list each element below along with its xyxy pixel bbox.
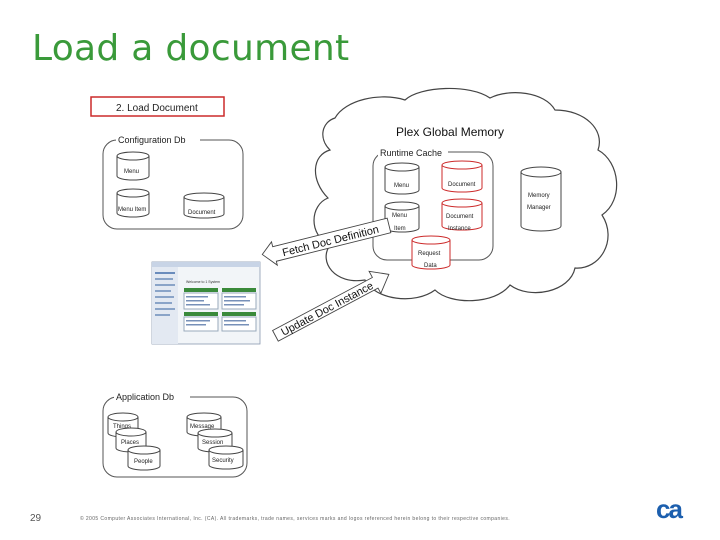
- app-item-people: People: [134, 459, 153, 465]
- memory-manager-cylinder: Memory Manager: [520, 166, 562, 232]
- configuration-db-title: Configuration Db: [118, 135, 186, 145]
- configuration-db-group: Configuration Db Menu Menu Item Document: [102, 134, 244, 230]
- data-label: Data: [424, 263, 437, 269]
- db-cylinder-security: Security: [208, 445, 244, 470]
- update-doc-instance-arrow: Update Doc Instance: [271, 270, 390, 342]
- runtime-cache-title: Runtime Cache: [380, 148, 442, 158]
- step-label: 2. Load Document: [116, 103, 198, 114]
- cloud-title: Plex Global Memory: [396, 125, 504, 139]
- application-db-group: Application Db Things Places People Mess…: [102, 391, 248, 478]
- cache-item-menu: Menu: [394, 183, 409, 189]
- application-window-thumbnail: Welcome to 1 System: [151, 261, 261, 345]
- db-cylinder-menu: Menu: [116, 151, 150, 181]
- cache-item-document: Document: [448, 182, 476, 188]
- ca-logo-text: ca: [656, 496, 683, 522]
- cache-document-instance-cylinder: Document Instance: [441, 198, 483, 232]
- memory-manager-label-1: Memory: [528, 193, 550, 199]
- config-item-menu: Menu: [124, 169, 139, 175]
- app-item-things: Things: [113, 424, 131, 430]
- ca-logo: ca: [656, 496, 685, 522]
- db-cylinder-people: People: [127, 445, 161, 471]
- app-item-message: Message: [190, 424, 215, 430]
- app-window-heading: Welcome to 1 System: [186, 280, 220, 284]
- cache-item-menu-2: Menu: [392, 213, 407, 219]
- copyright-notice: © 2005 Computer Associates International…: [80, 516, 511, 522]
- db-cylinder-document: Document: [183, 192, 225, 219]
- cache-menu-cylinder: Menu: [384, 162, 420, 195]
- step-label-box: 2. Load Document: [90, 96, 225, 117]
- request-data-cylinder: Request Data: [411, 235, 451, 270]
- slide-title: Load a document: [32, 28, 350, 69]
- plex-global-memory-cloud: Plex Global Memory Runtime Cache Menu Do…: [313, 87, 618, 302]
- memory-manager-label-2: Manager: [527, 205, 551, 211]
- page-number: 29: [30, 513, 42, 524]
- request-label: Request: [418, 251, 441, 257]
- cache-item-document-sub: Instance: [448, 226, 471, 232]
- cache-document-cylinder: Document: [441, 160, 483, 193]
- app-item-security: Security: [212, 458, 234, 464]
- update-arrow-label: Update Doc Instance: [279, 280, 375, 339]
- app-item-session: Session: [202, 440, 223, 446]
- db-cylinder-menu-item: Menu Item: [116, 188, 150, 218]
- cache-item-document-2: Document: [446, 214, 474, 220]
- app-item-places: Places: [121, 440, 139, 446]
- config-item-menu-item: Menu Item: [118, 207, 146, 213]
- config-item-document: Document: [188, 210, 216, 216]
- application-db-title: Application Db: [116, 392, 174, 402]
- cache-menu-item-cylinder: Menu Item: [384, 201, 420, 233]
- cache-item-menu-sub: Item: [394, 226, 406, 232]
